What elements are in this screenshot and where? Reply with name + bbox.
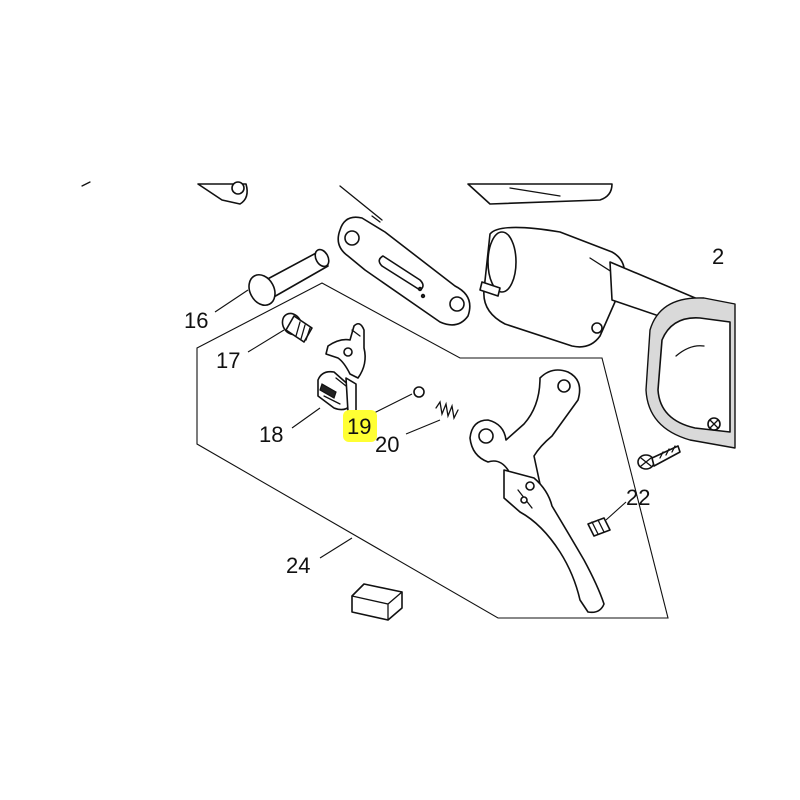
partial-block-bottom xyxy=(351,583,403,621)
part-16-pin xyxy=(248,248,330,307)
leader-18 xyxy=(291,407,321,429)
leader-17 xyxy=(247,329,285,353)
ball-bearing xyxy=(413,386,425,398)
callout-22: 22 xyxy=(626,485,650,510)
part-17-stud xyxy=(281,312,313,343)
connecting-link xyxy=(337,185,471,326)
part-20-spring xyxy=(435,400,459,421)
callout-18: 18 xyxy=(259,422,283,447)
part-22-setscrew xyxy=(587,517,611,537)
trigger-lever xyxy=(469,369,605,614)
leader-24 xyxy=(319,537,353,559)
leader-19 xyxy=(371,393,413,415)
leader-22 xyxy=(605,501,627,521)
leader-20 xyxy=(405,419,441,435)
part-19-sear xyxy=(325,322,366,413)
leader-16 xyxy=(214,289,249,313)
housing-ring xyxy=(645,297,736,449)
assembly-boundary-24 xyxy=(196,282,669,619)
callout-edge: 2 xyxy=(712,244,724,269)
callout-24: 24 xyxy=(286,553,310,578)
screw-right xyxy=(637,445,681,470)
callout-19-highlight xyxy=(343,410,377,442)
partial-bracket-top xyxy=(467,183,613,205)
partial-part-top-left xyxy=(81,181,248,205)
callout-20: 20 xyxy=(375,432,399,457)
callout-16: 16 xyxy=(184,308,208,333)
part-18-block xyxy=(317,370,353,411)
callout-17: 17 xyxy=(216,348,240,373)
callout-19: 19 xyxy=(347,414,371,439)
